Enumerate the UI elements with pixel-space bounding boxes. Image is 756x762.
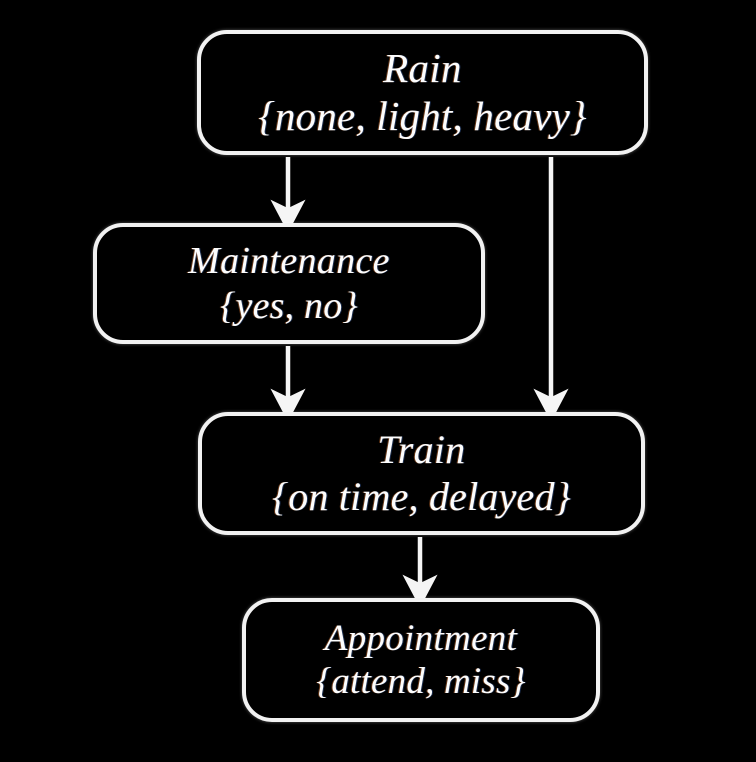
node-maintenance-states: {yes, no}	[220, 284, 358, 327]
node-train[interactable]: Train {on time, delayed}	[198, 412, 645, 535]
node-appointment-states: {attend, miss}	[316, 661, 526, 702]
node-train-states: {on time, delayed}	[272, 473, 571, 519]
node-appointment-label: Appointment	[324, 617, 518, 659]
node-rain-label: Rain	[383, 44, 462, 91]
node-rain-states: {none, light, heavy}	[258, 92, 587, 139]
node-maintenance-label: Maintenance	[188, 239, 390, 282]
node-train-label: Train	[377, 426, 466, 472]
node-maintenance[interactable]: Maintenance {yes, no}	[93, 223, 485, 344]
node-appointment[interactable]: Appointment {attend, miss}	[242, 598, 600, 722]
node-rain[interactable]: Rain {none, light, heavy}	[197, 30, 648, 155]
